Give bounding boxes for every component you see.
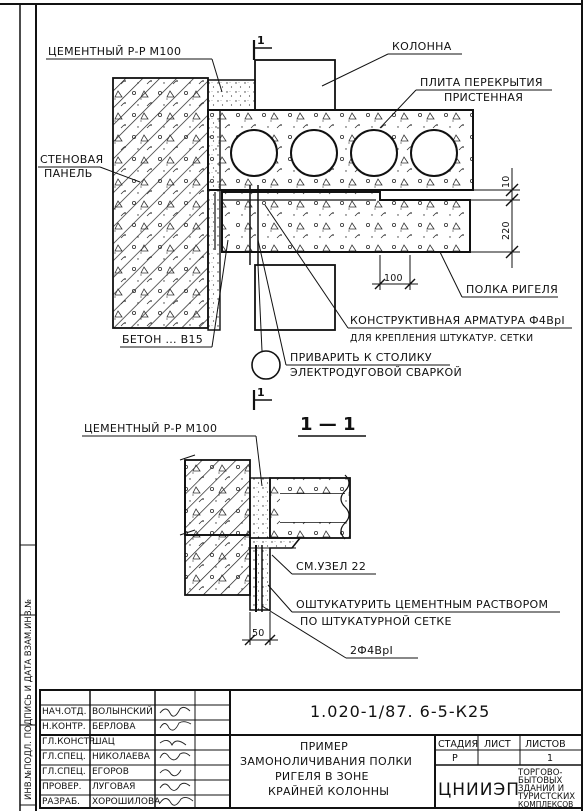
stage-header: СТАДИЯ	[438, 739, 478, 750]
title-roles: НАЧ.ОТД. Н.КОНТР. ГЛ.КОНСТР. ГЛ.СПЕЦ. ГЛ…	[42, 707, 97, 807]
rebar-detail	[214, 185, 272, 265]
label-rebar-2: ДЛЯ КРЕПЛЕНИЯ ШТУКАТУР. СЕТКИ	[350, 333, 533, 344]
label-concrete: БЕТОН ... В15	[122, 333, 203, 346]
title-line-4: КРАЙНЕЙ КОЛОННЫ	[268, 785, 389, 798]
label-wall-panel-2: ПАНЕЛЬ	[44, 167, 93, 180]
section-wall	[179, 454, 251, 596]
label-plaster-2: ПО ШТУКАТУРНОЙ СЕТКЕ	[300, 615, 452, 628]
org-name: ЦНИИЭП	[438, 780, 520, 800]
wall-panel	[112, 77, 209, 329]
side-stamp-text: ИНВ.№ПОДЛ. ПОДПИСЬ И ДАТА ВЗАМ.ИНВ.№	[24, 599, 34, 800]
sheet-header: ЛИСТ	[484, 739, 511, 750]
sheets-value: 1	[547, 753, 553, 764]
title-line-1: ПРИМЕР	[300, 740, 348, 753]
stage-value: Р	[452, 753, 458, 764]
section-title: 1 — 1	[298, 414, 366, 437]
dim-220: 220	[501, 221, 512, 240]
title-line-3: РИГЕЛЯ В ЗОНЕ	[275, 770, 369, 783]
label-column: КОЛОННА	[392, 40, 452, 53]
section-title-text: 1 — 1	[300, 414, 356, 435]
role-row: Н.КОНТР.	[42, 722, 86, 732]
name-row: ВОЛЫНСКИЙ	[92, 705, 153, 717]
label-plaster-1: ОШТУКАТУРИТЬ ЦЕМЕНТНЫМ РАСТВОРОМ	[296, 598, 548, 611]
dim-100: 100	[384, 273, 403, 284]
label-cement-mortar-section: ЦЕМЕНТНЫЙ Р-Р М100	[84, 422, 217, 435]
org-sub-2: БЫТОВЫХ	[518, 776, 563, 786]
section-mark-bottom: 1	[257, 386, 265, 399]
name-row: НИКОЛАЕВА	[92, 752, 151, 762]
label-cement-mortar-top: ЦЕМЕНТНЫЙ Р-Р М100	[48, 45, 181, 58]
label-rebar-1: КОНСТРУКТИВНАЯ АРМАТУРА Ф4ВрI	[350, 314, 565, 327]
title-line-2: ЗАМОНОЛИЧИВАНИЯ ПОЛКИ	[240, 755, 412, 768]
label-wall-panel-1: СТЕНОВАЯ	[40, 153, 103, 166]
label-beam-shelf: ПОЛКА РИГЕЛЯ	[466, 283, 558, 296]
label-weld-2: ЭЛЕКТРОДУГОВОЙ СВАРКОЙ	[290, 366, 462, 379]
role-row: ГЛ.КОНСТР.	[42, 737, 97, 747]
role-row: ГЛ.СПЕЦ.	[42, 752, 86, 762]
org-sub-1: ТОРГОВО-	[517, 768, 562, 778]
drawing-title: ПРИМЕР ЗАМОНОЛИЧИВАНИЯ ПОЛКИ РИГЕЛЯ В ЗО…	[240, 740, 412, 798]
section-labels: ЦЕМЕНТНЫЙ Р-Р М100 СМ.УЗЕЛ 22 ОШТУКАТУРИ…	[82, 422, 560, 659]
hollow-core-slab	[207, 109, 474, 191]
label-node-ref: СМ.УЗЕЛ 22	[296, 560, 366, 573]
signatures	[159, 706, 194, 806]
dim-50: 50	[252, 628, 265, 639]
section-beam	[248, 537, 302, 612]
section-mark-top: 1	[257, 34, 265, 47]
label-weld-1: ПРИВАРИТЬ К СТОЛИКУ	[290, 351, 432, 364]
section-slab	[249, 474, 351, 540]
node-circle	[251, 264, 281, 380]
organization: ЦНИИЭП ТОРГОВО- БЫТОВЫХ ЗДАНИЙ И ТУРИСТС…	[438, 768, 575, 809]
section-cut-mark: 1 1	[252, 34, 272, 410]
name-row: ШАЦ	[92, 737, 115, 747]
title-names: ВОЛЫНСКИЙ БЕРЛОВА ШАЦ НИКОЛАЕВА ЕГОРОВ Л…	[92, 705, 161, 807]
org-sub-5: КОМПЛЕКСОВ	[518, 800, 573, 809]
side-stamp: ИНВ.№ПОДЛ. ПОДПИСЬ И ДАТА ВЗАМ.ИНВ.№	[19, 544, 37, 806]
role-row: ГЛ.СПЕЦ.	[42, 767, 86, 777]
doc-code: 1.020-1/87. 6-5-К25	[310, 702, 490, 721]
org-sub-4: ТУРИСТСКИХ	[517, 792, 575, 802]
name-row: БЕРЛОВА	[92, 722, 136, 732]
role-row: НАЧ.ОТД.	[42, 707, 86, 717]
stage-sheet-cells: СТАДИЯ ЛИСТ ЛИСТОВ Р 1	[438, 739, 566, 764]
label-slab-1: ПЛИТА ПЕРЕКРЫТИЯ	[420, 76, 543, 89]
sheets-header: ЛИСТОВ	[525, 739, 566, 750]
title-block	[39, 689, 583, 809]
name-row: ХОРОШИЛОВА	[92, 797, 161, 807]
name-row: ЕГОРОВ	[92, 767, 129, 777]
label-slab-2: ПРИСТЕННАЯ	[444, 91, 523, 104]
dimension-lines: 10 220 100	[372, 168, 520, 290]
role-row: РАЗРАБ.	[42, 797, 80, 807]
dim-10: 10	[501, 176, 512, 189]
org-sub-3: ЗДАНИЙ И	[518, 782, 564, 794]
name-row: ЛУГОВАЯ	[92, 782, 135, 792]
role-row: ПРОВЕР.	[42, 782, 81, 792]
beam-shelf	[221, 191, 471, 253]
top-labels: ЦЕМЕНТНЫЙ Р-Р М100 КОЛОННА ПЛИТА ПЕРЕКРЫ…	[38, 40, 572, 379]
label-rebar-count: 2Ф4ВрI	[350, 644, 393, 657]
